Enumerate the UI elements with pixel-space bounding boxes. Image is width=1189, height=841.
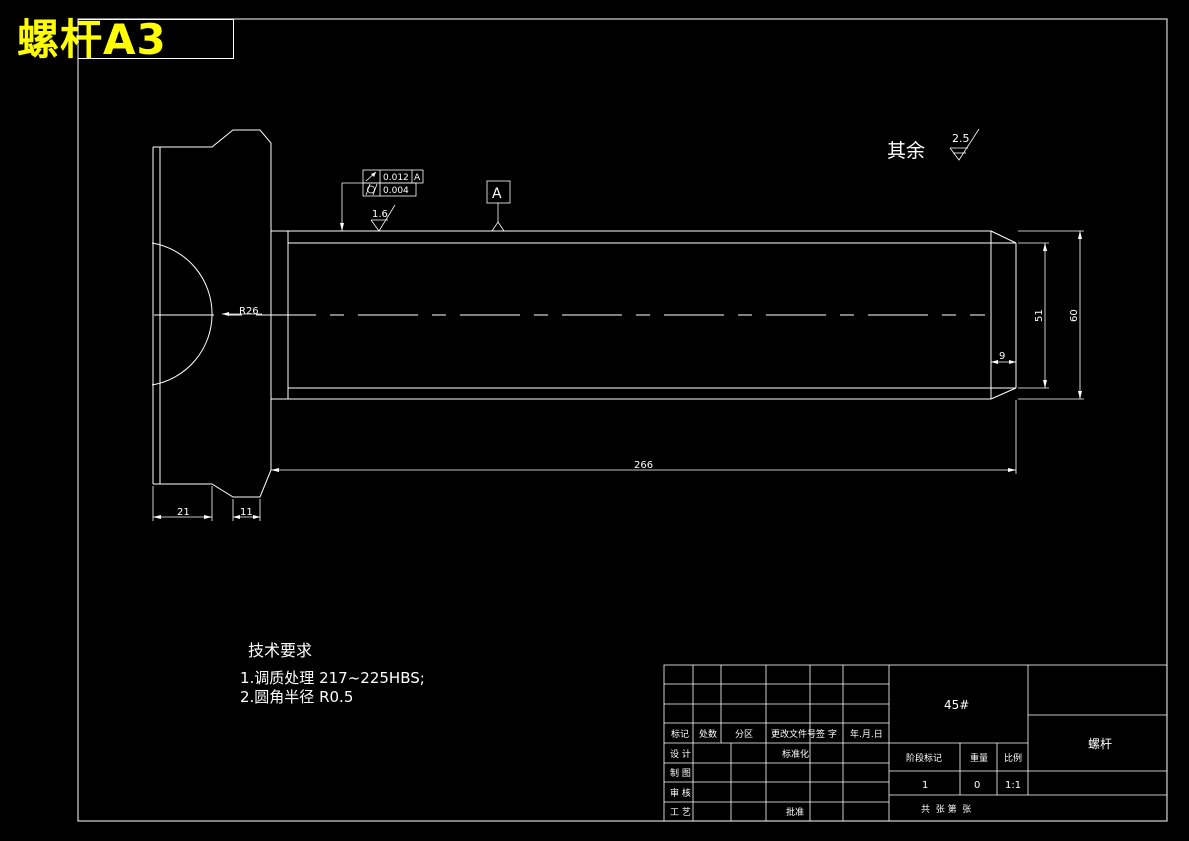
title-block xyxy=(663,664,1168,822)
tb-material: 45# xyxy=(944,698,969,712)
tb-stage-label: 阶段标记 xyxy=(906,752,942,764)
roughness-default-value: 2.5 xyxy=(952,132,970,145)
dim-inner-diameter: 51 xyxy=(1034,309,1045,322)
tb-weight-label: 重量 xyxy=(970,752,988,764)
roughness-value-shaft: 1.6 xyxy=(372,209,388,220)
dim-length: 266 xyxy=(634,460,653,471)
tb-part-name: 螺杆 xyxy=(1088,737,1112,751)
part-outline xyxy=(151,129,1017,498)
tb-header-date: 年.月.日 xyxy=(850,728,883,740)
roughness-symbol-shaft xyxy=(370,204,396,232)
tb-review-label: 审 核 xyxy=(670,787,691,799)
tb-process-label: 工 艺 xyxy=(670,807,691,818)
tb-header-count: 处数 xyxy=(699,728,717,740)
tolerance-value-cylindricity: 0.004 xyxy=(383,186,409,196)
drawing-frame xyxy=(77,18,1168,822)
tolerance-frame xyxy=(340,169,424,231)
dim-neck-width: 11 xyxy=(240,507,253,518)
datum-symbol xyxy=(486,180,511,232)
tb-stage-value: 1 xyxy=(922,780,928,791)
roughness-symbol-default xyxy=(949,128,980,161)
tolerance-datum-ref: A xyxy=(414,173,421,183)
tb-header-zone: 分区 xyxy=(735,729,753,740)
tb-standard-label: 标准化 xyxy=(782,748,809,760)
tb-scale-label: 比例 xyxy=(1004,752,1022,764)
dimension-lines xyxy=(152,230,1084,521)
dim-chamfer: 9 xyxy=(999,351,1005,362)
tb-scale-value: 1:1 xyxy=(1005,780,1021,791)
tb-design-label: 设 计 xyxy=(670,748,691,760)
datum-label: A xyxy=(492,186,502,202)
tb-header-change-doc: 更改文件号 xyxy=(771,728,816,740)
dim-radius: R26 xyxy=(239,306,259,317)
dim-outer-diameter: 60 xyxy=(1069,309,1080,322)
tb-sheet-label: 共 张 第 张 xyxy=(921,803,971,815)
requirements-line-2: 2.圆角半径 R0.5 xyxy=(240,688,353,706)
requirements-line-1: 1.调质处理 217~225HBS; xyxy=(240,669,425,687)
tb-drawing-label: 制 图 xyxy=(670,767,691,779)
dim-head-width: 21 xyxy=(177,507,190,518)
tb-weight-value: 0 xyxy=(974,780,980,791)
tb-approve-label: 批准 xyxy=(786,806,804,818)
roughness-default-label: 其余 xyxy=(887,140,925,162)
tb-header-mark: 标记 xyxy=(671,728,689,740)
tolerance-value-runout: 0.012 xyxy=(383,173,409,183)
drawing-title-banner: 螺杆A3 xyxy=(17,15,167,64)
requirements-title: 技术要求 xyxy=(248,641,312,660)
tb-header-sign: 签 字 xyxy=(816,728,837,740)
